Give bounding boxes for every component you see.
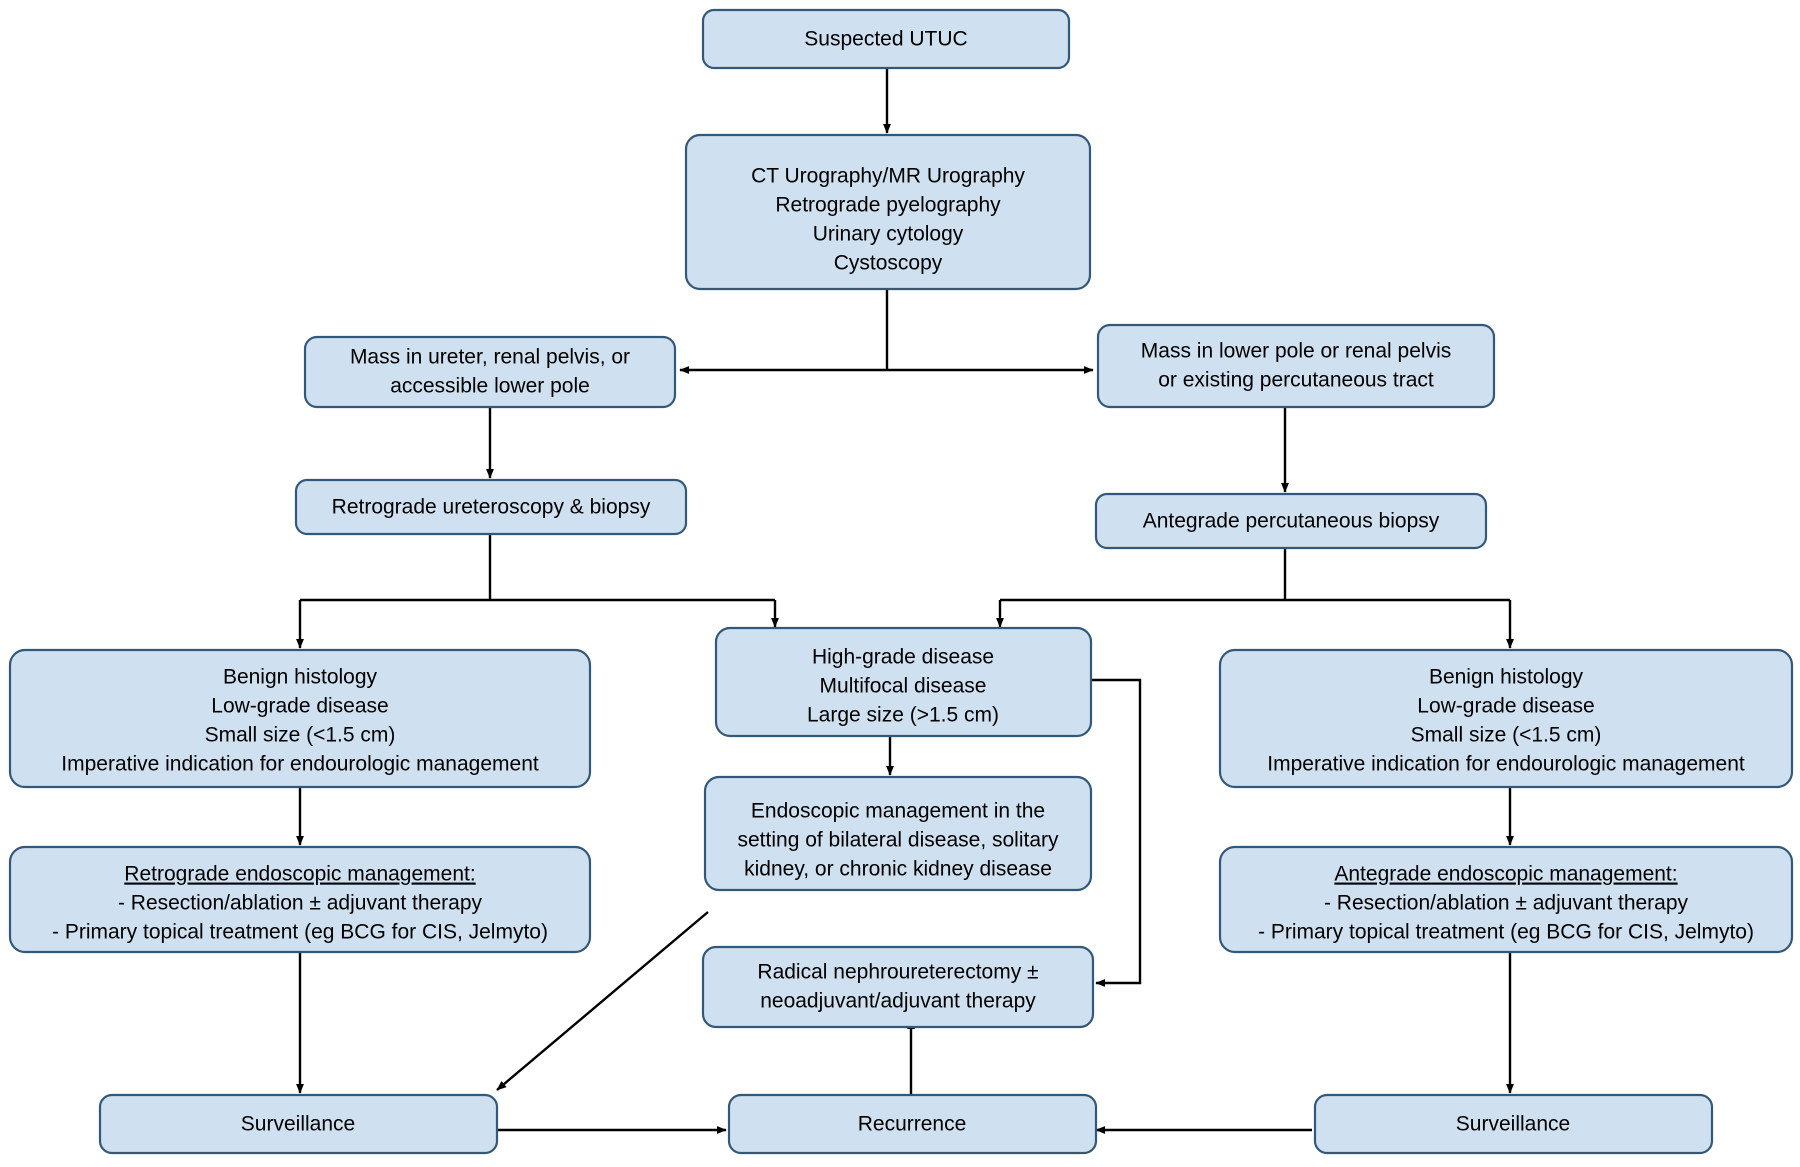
node-mass-lower-pole-percutaneous-shape[interactable] (1096, 323, 1496, 409)
node-antegrade-endoscopic-management-line-1: - Resection/ablation ± adjuvant therapy (1324, 892, 1689, 915)
node-antegrade-endoscopic-management-line-2: - Primary topical treatment (eg BCG for … (1258, 921, 1754, 944)
node-recurrence-shape[interactable] (727, 1093, 1098, 1155)
edge-layer (296, 67, 1514, 1134)
node-retrograde-ureteroscopy-biopsy[interactable]: Retrograde ureteroscopy & biopsy (294, 478, 688, 536)
node-benign-histology-right-line-1: Low-grade disease (1417, 695, 1594, 718)
node-retrograde-endoscopic-management[interactable]: Retrograde endoscopic management: - Rese… (8, 845, 592, 954)
node-mass-lower-pole-percutaneous[interactable]: Mass in lower pole or renal pelvis or ex… (1096, 323, 1496, 409)
node-endoscopic-management-special-shape[interactable] (703, 775, 1093, 892)
node-retrograde-endoscopic-management-line-1: - Resection/ablation ± adjuvant therapy (118, 892, 483, 915)
node-suspected-utuc-shape[interactable] (701, 8, 1071, 70)
node-high-grade-disease-line-2: Large size (>1.5 cm) (807, 704, 999, 727)
node-benign-histology-right[interactable]: Benign histology Low-grade disease Small… (1218, 648, 1794, 789)
node-radical-nephroureterectomy-shape[interactable] (701, 945, 1095, 1029)
node-surveillance-left-line-0: Surveillance (241, 1113, 355, 1136)
node-retrograde-endoscopic-management-line-0: Retrograde endoscopic management: (124, 863, 475, 886)
node-retrograde-endoscopic-management-line-2: - Primary topical treatment (eg BCG for … (52, 921, 548, 944)
node-radical-nephroureterectomy-line-1: neoadjuvant/adjuvant therapy (760, 990, 1036, 1013)
node-surveillance-right-shape[interactable] (1313, 1093, 1714, 1155)
node-benign-histology-right-line-2: Small size (<1.5 cm) (1411, 724, 1602, 747)
node-surveillance-right-line-0: Surveillance (1456, 1113, 1570, 1136)
node-benign-histology-right-line-0: Benign histology (1429, 666, 1584, 689)
node-high-grade-disease-line-0: High-grade disease (812, 646, 994, 669)
node-imaging-workup[interactable]: CT Urography/MR Urography Retrograde pye… (684, 133, 1092, 291)
node-endoscopic-management-special[interactable]: Endoscopic management in the setting of … (703, 775, 1093, 892)
node-mass-ureter-renal-pelvis[interactable]: Mass in ureter, renal pelvis, or accessi… (303, 335, 677, 409)
edge-endo-special-to-surveillance-left (496, 911, 709, 1091)
node-benign-histology-left-line-3: Imperative indication for endourologic m… (61, 753, 539, 776)
node-imaging-workup-line-0: CT Urography/MR Urography (751, 165, 1025, 188)
node-mass-ureter-renal-pelvis-line-1: accessible lower pole (390, 375, 590, 398)
node-high-grade-disease-line-1: Multifocal disease (820, 675, 987, 698)
node-layer: Suspected UTUC CT Urography/MR Urography… (8, 8, 1794, 1155)
node-surveillance-left[interactable]: Surveillance (98, 1093, 499, 1155)
node-benign-histology-right-shape[interactable] (1218, 648, 1794, 789)
node-benign-histology-left-shape[interactable] (8, 648, 592, 789)
node-imaging-workup-shape[interactable] (684, 133, 1092, 291)
node-endoscopic-management-special-line-2: kidney, or chronic kidney disease (744, 858, 1052, 881)
node-benign-histology-left-line-2: Small size (<1.5 cm) (205, 724, 396, 747)
node-high-grade-disease-shape[interactable] (714, 626, 1093, 738)
node-mass-lower-pole-percutaneous-line-1: or existing percutaneous tract (1158, 369, 1434, 392)
node-mass-ureter-renal-pelvis-shape[interactable] (303, 335, 677, 409)
node-retrograde-ureteroscopy-biopsy-shape[interactable] (294, 478, 688, 536)
node-mass-ureter-renal-pelvis-line-0: Mass in ureter, renal pelvis, or (350, 346, 630, 369)
node-radical-nephroureterectomy[interactable]: Radical nephroureterectomy ± neoadjuvant… (701, 945, 1095, 1029)
node-antegrade-percutaneous-biopsy[interactable]: Antegrade percutaneous biopsy (1094, 492, 1488, 550)
node-benign-histology-right-line-3: Imperative indication for endourologic m… (1267, 753, 1745, 776)
node-suspected-utuc-line-0: Suspected UTUC (804, 28, 967, 51)
node-antegrade-percutaneous-biopsy-shape[interactable] (1094, 492, 1488, 550)
node-antegrade-endoscopic-management[interactable]: Antegrade endoscopic management: - Resec… (1218, 845, 1794, 954)
node-mass-lower-pole-percutaneous-line-0: Mass in lower pole or renal pelvis (1141, 340, 1451, 363)
node-surveillance-left-shape[interactable] (98, 1093, 499, 1155)
node-benign-histology-left-line-0: Benign histology (223, 666, 378, 689)
node-retrograde-ureteroscopy-biopsy-line-0: Retrograde ureteroscopy & biopsy (332, 496, 651, 519)
node-benign-histology-left[interactable]: Benign histology Low-grade disease Small… (8, 648, 592, 789)
node-antegrade-percutaneous-biopsy-line-0: Antegrade percutaneous biopsy (1143, 510, 1440, 533)
node-imaging-workup-line-2: Urinary cytology (813, 223, 964, 246)
node-endoscopic-management-special-line-1: setting of bilateral disease, solitary (738, 829, 1059, 852)
node-imaging-workup-line-1: Retrograde pyelography (775, 194, 1001, 217)
node-recurrence[interactable]: Recurrence (727, 1093, 1098, 1155)
edge-high-grade-to-radical (1088, 678, 1142, 987)
node-endoscopic-management-special-line-0: Endoscopic management in the (751, 800, 1045, 823)
node-radical-nephroureterectomy-line-0: Radical nephroureterectomy ± (757, 961, 1038, 984)
node-benign-histology-left-line-1: Low-grade disease (211, 695, 388, 718)
node-retrograde-endoscopic-management-shape[interactable] (8, 845, 592, 954)
node-antegrade-endoscopic-management-line-0: Antegrade endoscopic management: (1334, 863, 1677, 886)
node-antegrade-endoscopic-management-shape[interactable] (1218, 845, 1794, 954)
node-recurrence-line-0: Recurrence (858, 1113, 967, 1136)
node-suspected-utuc[interactable]: Suspected UTUC (701, 8, 1071, 70)
node-surveillance-right[interactable]: Surveillance (1313, 1093, 1714, 1155)
node-imaging-workup-line-3: Cystoscopy (834, 252, 943, 275)
node-high-grade-disease[interactable]: High-grade disease Multifocal disease La… (714, 626, 1093, 738)
